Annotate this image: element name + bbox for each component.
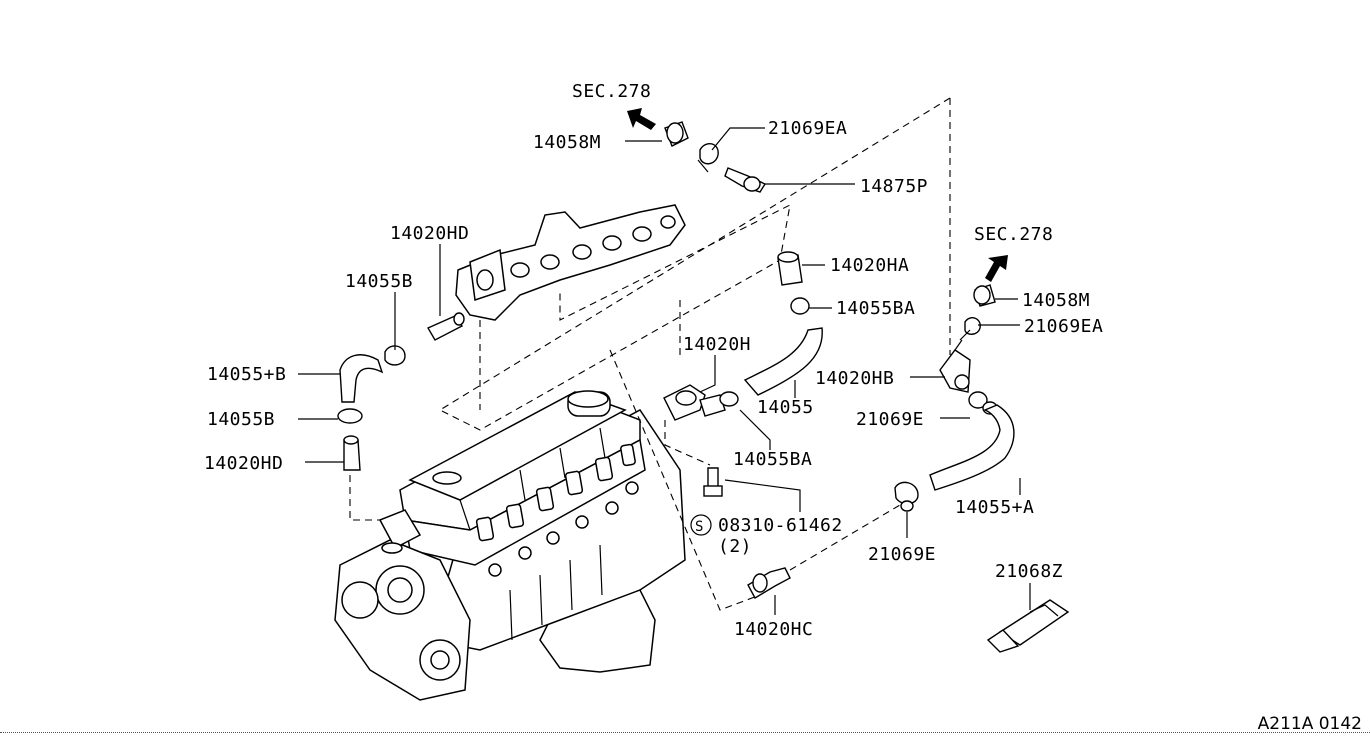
label-sec-top: SEC.278: [572, 81, 651, 102]
part-14055pa-hose: [929, 404, 1015, 491]
arrow-sec-top: [627, 108, 656, 130]
label-14020hd-top: 14020HD: [390, 223, 469, 244]
part-21069e-bottom: [894, 481, 919, 512]
label-21069ea-top: 21069EA: [768, 118, 847, 139]
label-14055b-top: 14055B: [345, 271, 413, 292]
label-bolt-qty: (2): [718, 536, 752, 557]
part-14058m-top: [664, 121, 689, 147]
part-14055b-top: [384, 345, 406, 366]
label-21069e-right: 21069E: [856, 409, 924, 430]
label-14055: 14055: [757, 397, 814, 418]
leader-lines: [298, 127, 1031, 615]
part-14020hd-bottom: [343, 435, 361, 471]
part-14058m-right: [973, 284, 996, 307]
label-14875p: 14875P: [860, 176, 928, 197]
part-14055-hose: [743, 327, 823, 396]
engine-block: [334, 390, 686, 701]
intake-manifold: [455, 204, 686, 321]
part-labels: SEC.278 14058M 21069EA 14875P SEC.278 14…: [204, 81, 1103, 640]
arrow-sec-right: [985, 255, 1008, 282]
label-14020h: 14020H: [683, 334, 751, 355]
label-14055ba-top: 14055BA: [836, 298, 915, 319]
label-14055b-mid: 14055B: [207, 409, 275, 430]
part-14020hd-top: [427, 312, 465, 341]
diagram-code: A211A 0142: [1257, 714, 1362, 734]
label-14055ba-bottom: 14055BA: [733, 449, 812, 470]
label-21069ea-right: 21069EA: [1024, 316, 1103, 337]
label-21068z: 21068Z: [995, 561, 1063, 582]
label-14055pa: 14055+A: [955, 497, 1034, 518]
label-21069e-bottom: 21069E: [868, 544, 936, 565]
part-14020hb: [939, 339, 971, 393]
part-14055pb-hose: [339, 354, 384, 403]
head-ports: [475, 443, 636, 542]
label-14020hc: 14020HC: [734, 619, 813, 640]
label-sec-right: SEC.278: [974, 224, 1053, 245]
label-bolt-s: S: [695, 519, 704, 535]
part-14055ba-bottom: [719, 391, 739, 407]
part-14055ba-top: [790, 297, 810, 315]
label-14058m-top: 14058M: [533, 132, 601, 153]
label-14020hb: 14020HB: [815, 368, 894, 389]
label-14055pb: 14055+B: [207, 364, 286, 385]
part-21069ea-top: [697, 143, 719, 173]
footer-divider: [0, 732, 1370, 733]
label-14020hd-bottom: 14020HD: [204, 453, 283, 474]
part-21068z-tube: [986, 599, 1070, 653]
part-14020hc: [747, 567, 791, 599]
part-14875p: [724, 167, 767, 193]
label-bolt-code: 08310-61462: [718, 515, 843, 536]
part-bolt: [703, 467, 723, 497]
part-14020h: [663, 384, 726, 421]
label-14020ha: 14020HA: [830, 255, 909, 276]
label-14058m-right: 14058M: [1022, 290, 1090, 311]
bolt-s-circle: [690, 514, 712, 536]
part-21069ea-right: [959, 317, 981, 341]
part-14055b-mid: [337, 408, 363, 424]
part-14020ha: [777, 251, 803, 286]
